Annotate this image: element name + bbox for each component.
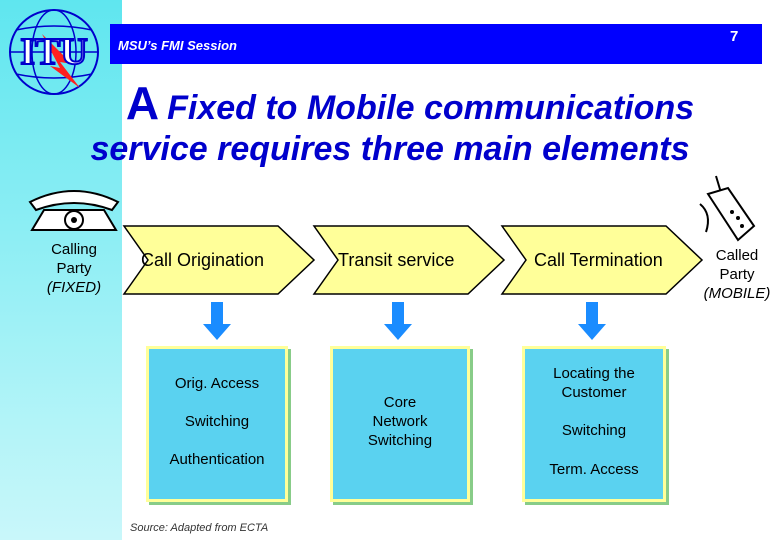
detail-box-transit [330,346,470,502]
termination-detail-3: Switching [561,422,627,439]
page-number: 7 [730,28,739,45]
termination-detail-1: Locating the [553,365,635,382]
fixed-telephone-icon [28,190,120,231]
stage-arrow-transit [312,225,506,295]
logo-text: ITU [20,31,88,73]
header-bar [110,24,762,64]
left-decorative-band [0,0,122,540]
termination-detail-2: Customer [561,384,627,401]
stage-label-termination: Call Termination [534,250,663,270]
stage-arrow-termination [500,225,704,295]
detail-box-termination [522,346,666,502]
down-arrow-origination [203,302,231,340]
title-line-1-text: Fixed to Mobile communications [167,89,695,127]
itu-logo: ITU [9,9,99,95]
title-line-2: service requires three main elements [90,130,690,168]
calling-party-line1: Calling [51,241,97,258]
title-initial: A [125,77,160,129]
session-label: MSU’s FMI Session [118,38,237,53]
termination-detail-4: Term. Access [549,461,639,478]
called-party-line1: Called [715,247,759,264]
origination-detail-2: Switching [184,413,250,430]
calling-party-line2: Party [56,260,92,277]
calling-party-label: Calling Party (FIXED) [34,240,114,297]
called-party-type: (MOBILE) [703,285,771,302]
stage-label-transit: Transit service [338,250,455,270]
origination-detail-3: Authentication [169,451,265,468]
down-arrow-termination [578,302,606,340]
transit-detail-1: Core [383,394,417,411]
stage-arrow-origination [122,225,316,295]
source-note: Source: Adapted from ECTA [130,522,269,534]
stage-label-origination: Call Origination [141,250,265,270]
detail-box-origination [146,346,288,502]
transit-detail-3: Switching [367,432,433,449]
called-party-line2: Party [719,266,755,283]
origination-detail-1: Orig. Access [174,375,260,392]
transit-detail-2: Network [372,413,428,430]
calling-party-type: (FIXED) [46,279,102,296]
mobile-telephone-icon [699,175,756,242]
down-arrow-transit [384,302,412,340]
called-party-label: Called Party (MOBILE) [698,246,776,303]
